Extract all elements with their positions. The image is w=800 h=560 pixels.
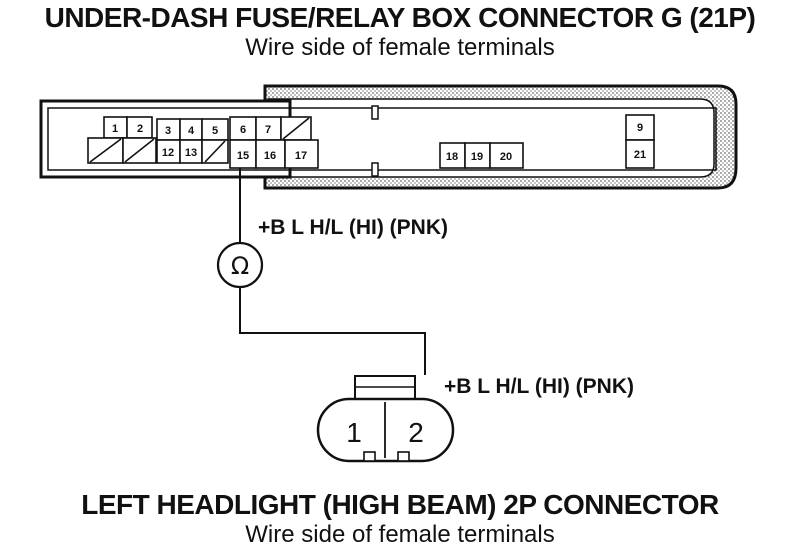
connector-g-latch-bottom: [371, 162, 379, 177]
blank-slash-b: [89, 138, 122, 163]
test-wire: [239, 168, 426, 375]
ohmmeter-icon: [216, 241, 264, 289]
pin-15-label: 15: [237, 150, 249, 162]
pin-16-label: 16: [264, 150, 276, 162]
pin-12-label: 12: [162, 147, 174, 159]
bottom-subtitle: Wire side of female terminals: [245, 521, 555, 548]
connector-g-latch-top: [371, 105, 379, 120]
headlight-pin-1-tab: [363, 451, 376, 462]
pin-cell-19: [464, 142, 491, 169]
top-title: UNDER-DASH FUSE/RELAY BOX CONNECTOR G (2…: [44, 2, 756, 33]
pin-cell-15: [229, 139, 257, 169]
pin-13-label: 13: [185, 147, 197, 159]
pin-7-label: 7: [265, 124, 271, 136]
pin-6-label: 6: [240, 124, 246, 136]
pin-9-label: 9: [637, 122, 643, 134]
connector-g-frame: [47, 107, 717, 171]
pin-cell-17: [284, 139, 319, 169]
pin-21-label: 21: [634, 149, 646, 161]
pin-19-label: 19: [471, 151, 483, 163]
ohm-symbol: Ω: [231, 252, 249, 280]
pin-5-label: 5: [212, 125, 218, 137]
connector-g-shroud-inner: [267, 98, 715, 178]
pin-cell-18: [439, 142, 466, 169]
pin-1-label: 1: [112, 123, 118, 135]
pin-20-label: 20: [500, 151, 512, 163]
blank-slash-c: [124, 138, 155, 163]
pin-cell-16: [255, 139, 286, 169]
headlight-pin-2-label: 2: [408, 417, 424, 448]
pin-18-label: 18: [446, 151, 458, 163]
bottom-title: LEFT HEADLIGHT (HIGH BEAM) 2P CONNECTOR: [81, 489, 719, 520]
pin-cell-20: [489, 142, 524, 169]
ohmmeter: Ω: [216, 241, 264, 289]
top-subtitle: Wire side of female terminals: [245, 34, 555, 61]
connector-g: 1 2 3 4 5 6 7 12 13 15 16 17 18 19 20 9 …: [39, 84, 738, 190]
headlight-connector: 1 2: [316, 375, 455, 463]
pin-3-label: 3: [165, 125, 171, 137]
wire-label-upper: +B L H/L (HI) (PNK): [258, 216, 448, 239]
blank-slash-a: [282, 117, 310, 140]
pin-cell-21: [625, 139, 655, 169]
headlight-pin-1-label: 1: [346, 417, 362, 448]
pin-4-label: 4: [188, 125, 195, 137]
blank-slash-d: [204, 140, 226, 163]
headlight-pin-2-tab: [397, 451, 410, 462]
pin-2-label: 2: [137, 123, 143, 135]
pin-17-label: 17: [295, 150, 307, 162]
wire-label-lower: +B L H/L (HI) (PNK): [444, 375, 634, 398]
wire-meter-to-headlight: [239, 287, 426, 375]
